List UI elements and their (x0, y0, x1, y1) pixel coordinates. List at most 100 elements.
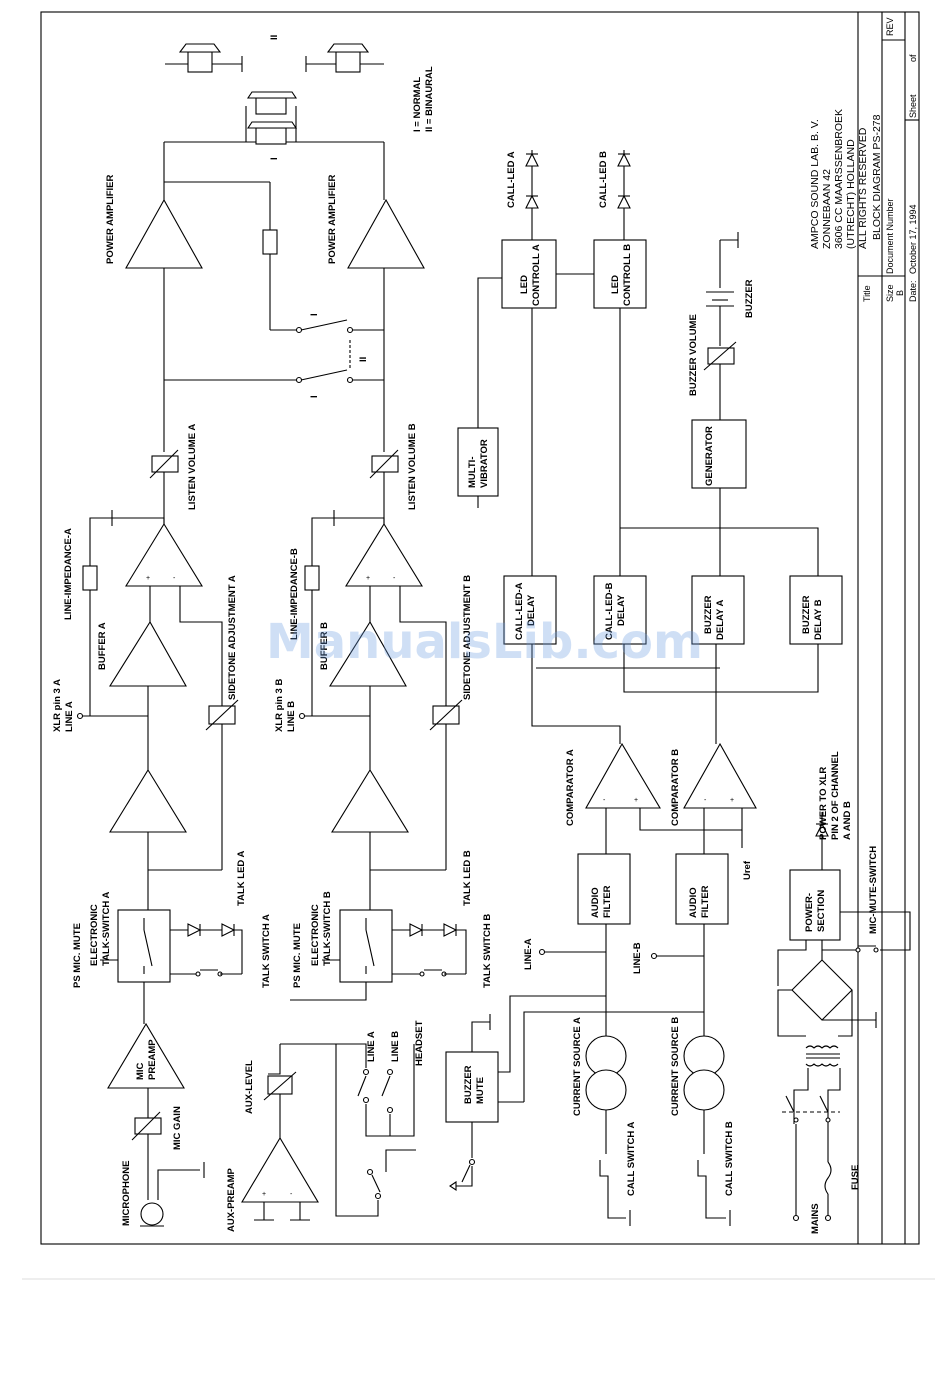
company-line-5: ALL RIGHTS RESERVED (857, 127, 869, 249)
line-impedance-b (304, 565, 320, 591)
led-controll-a-box (501, 239, 557, 309)
generator-box (691, 419, 747, 489)
power-section-box (789, 869, 841, 941)
label-xlr-b-1: XLR pin 3 B (274, 679, 285, 732)
label-ets-a-1: ELECTRONIC (89, 904, 100, 966)
aux-section: +- (241, 1043, 416, 1221)
drawing-title: BLOCK DIAGRAM PS-278 (871, 114, 883, 240)
labels: POWER AMPLIFIER POWER AMPLIFIER I I II L… (52, 151, 879, 1234)
label-led-ctrl-a-1: LED (519, 275, 530, 294)
label-power-amplifier-a: POWER AMPLIFIER (105, 174, 116, 264)
label-multivibrator-2: VIBRATOR (479, 439, 490, 488)
label-buzzer-delay-a-1: BUZZER (703, 595, 714, 634)
label-call-delay-b-1: CALL-LED-B (604, 582, 615, 640)
title-block (857, 12, 919, 1244)
label-listen-volume-b: LISTEN VOLUME B (407, 423, 418, 510)
label-ps-mute-a: PS MIC. MUTE (72, 923, 83, 988)
document-number-label: Document Number (885, 198, 895, 274)
label-aux-level: AUX-LEVEL (244, 1060, 255, 1114)
call-system (457, 150, 843, 744)
size-value: B (895, 290, 905, 296)
svg-text:+: + (146, 575, 150, 582)
label-current-source-b: CURRENT SOURCE B (670, 1017, 681, 1116)
label-power-amplifier-b: POWER AMPLIFIER (327, 174, 338, 264)
label-talk-led-b: TALK LED B (462, 850, 473, 906)
speaker-mark-i: I (269, 157, 280, 160)
svg-text:-: - (603, 797, 606, 804)
label-switch-ii: II (358, 357, 369, 362)
label-xlr-a-1: XLR pin 3 A (52, 679, 63, 732)
amplifier-a (109, 768, 187, 833)
svg-text:+: + (730, 797, 734, 804)
watermark: ManualsLib.com (266, 614, 703, 670)
speaker-icon (165, 43, 243, 73)
power-amplifier-b (347, 198, 425, 269)
label-call-switch-b: CALL SWITCH B (724, 1121, 735, 1196)
label-line-b: LINE B (390, 1031, 401, 1062)
label-current-source-a: CURRENT SOURCE A (572, 1017, 583, 1116)
label-audio-filter-b-2: FILTER (700, 885, 711, 918)
label-call-delay-a-2: DELAY (526, 594, 537, 626)
call-led-b-icon (617, 152, 631, 209)
opamp-b (345, 522, 423, 587)
title-label: Title (862, 285, 872, 302)
label-ets-b-1: ELECTRONIC (310, 904, 321, 966)
svg-text:+: + (634, 797, 638, 804)
label-buzzer-volume: BUZZER VOLUME (688, 314, 699, 396)
label-power-xlr-2: PIN 2 OF CHANNEL (830, 751, 841, 840)
multivibrator-box (457, 427, 499, 497)
audio-filter-a-box (577, 853, 631, 925)
label-line-impedance-a: LINE-IMPEDANCE-A (63, 528, 74, 620)
label-comparator-a: COMPARATOR A (565, 749, 576, 826)
label-ets-a-2: TALK-SWITCH A (101, 891, 112, 966)
label-talk-switch-b: TALK SWITCH B (482, 914, 493, 988)
buzzer-delay-b-box (789, 575, 843, 645)
mic-gain-pot (134, 1117, 162, 1135)
size-label: Size (885, 284, 895, 302)
date-value: October 17, 1994 (908, 204, 918, 274)
label-multivibrator-1: MULTI- (467, 457, 478, 488)
label-comparator-b: COMPARATOR B (670, 749, 681, 826)
mic-preamp (107, 1022, 185, 1089)
label-microphone: MICROPHONE (121, 1161, 132, 1226)
svg-text:-: - (393, 575, 396, 582)
label-xlr-a-2: LINE A (64, 701, 75, 732)
label-listen-volume-a: LISTEN VOLUME A (187, 424, 198, 510)
speakers (163, 43, 385, 200)
call-led-a-delay-box (503, 575, 557, 645)
buffer-b (329, 620, 407, 687)
channel-b: +- (290, 198, 467, 1001)
label-power-xlr-3: A AND B (842, 801, 853, 840)
label-buffer-a: BUFFER A (97, 622, 108, 670)
label-audio-filter-a-2: FILTER (602, 885, 613, 918)
label-call-delay-a-1: CALL-LED-A (514, 582, 525, 640)
legend-binaural: II = BINAURAL (424, 66, 435, 132)
label-led-ctrl-a-2: CONTROLL A (531, 244, 542, 306)
label-line-impedance-b: LINE-IMPEDANCE-B (289, 548, 300, 640)
bridge-rectifier-icon (791, 959, 853, 1021)
svg-text:+: + (262, 1191, 266, 1198)
label-generator: GENERATOR (704, 426, 715, 486)
amplifier-b (331, 768, 409, 833)
audio-filter-b-box (675, 853, 729, 925)
label-led-ctrl-b-2: CONTROLL B (622, 244, 633, 306)
company-line-3: 3606 CC MAARSSENBROEK (833, 109, 845, 249)
company-line-4: (UTRECHT) HOLLAND (845, 139, 857, 249)
label-line-b-dash: LINE-B (632, 942, 643, 974)
label-mic-preamp-1: MIC (135, 1062, 146, 1080)
resistor-icon (262, 229, 278, 255)
listen-volume-a-pot (151, 455, 179, 473)
buzzer-volume-pot (707, 347, 735, 365)
svg-text:-: - (173, 575, 176, 582)
label-line-a-dash: LINE-A (523, 938, 534, 970)
company-line-2: ZONNEBAAN 42 (821, 169, 833, 249)
speaker-icon (246, 121, 298, 145)
company-line-1: AMPCO SOUND LAB. B. V. (809, 119, 821, 249)
speaker-icon (246, 91, 298, 115)
svg-text:+: + (366, 575, 370, 582)
channel-a: +- (76, 181, 384, 1227)
label-call-delay-b-2: DELAY (616, 594, 627, 626)
label-headset: HEADSET (414, 1020, 425, 1066)
label-mic-preamp-2: PREAMP (147, 1039, 158, 1080)
call-led-b-delay-box (593, 575, 647, 645)
